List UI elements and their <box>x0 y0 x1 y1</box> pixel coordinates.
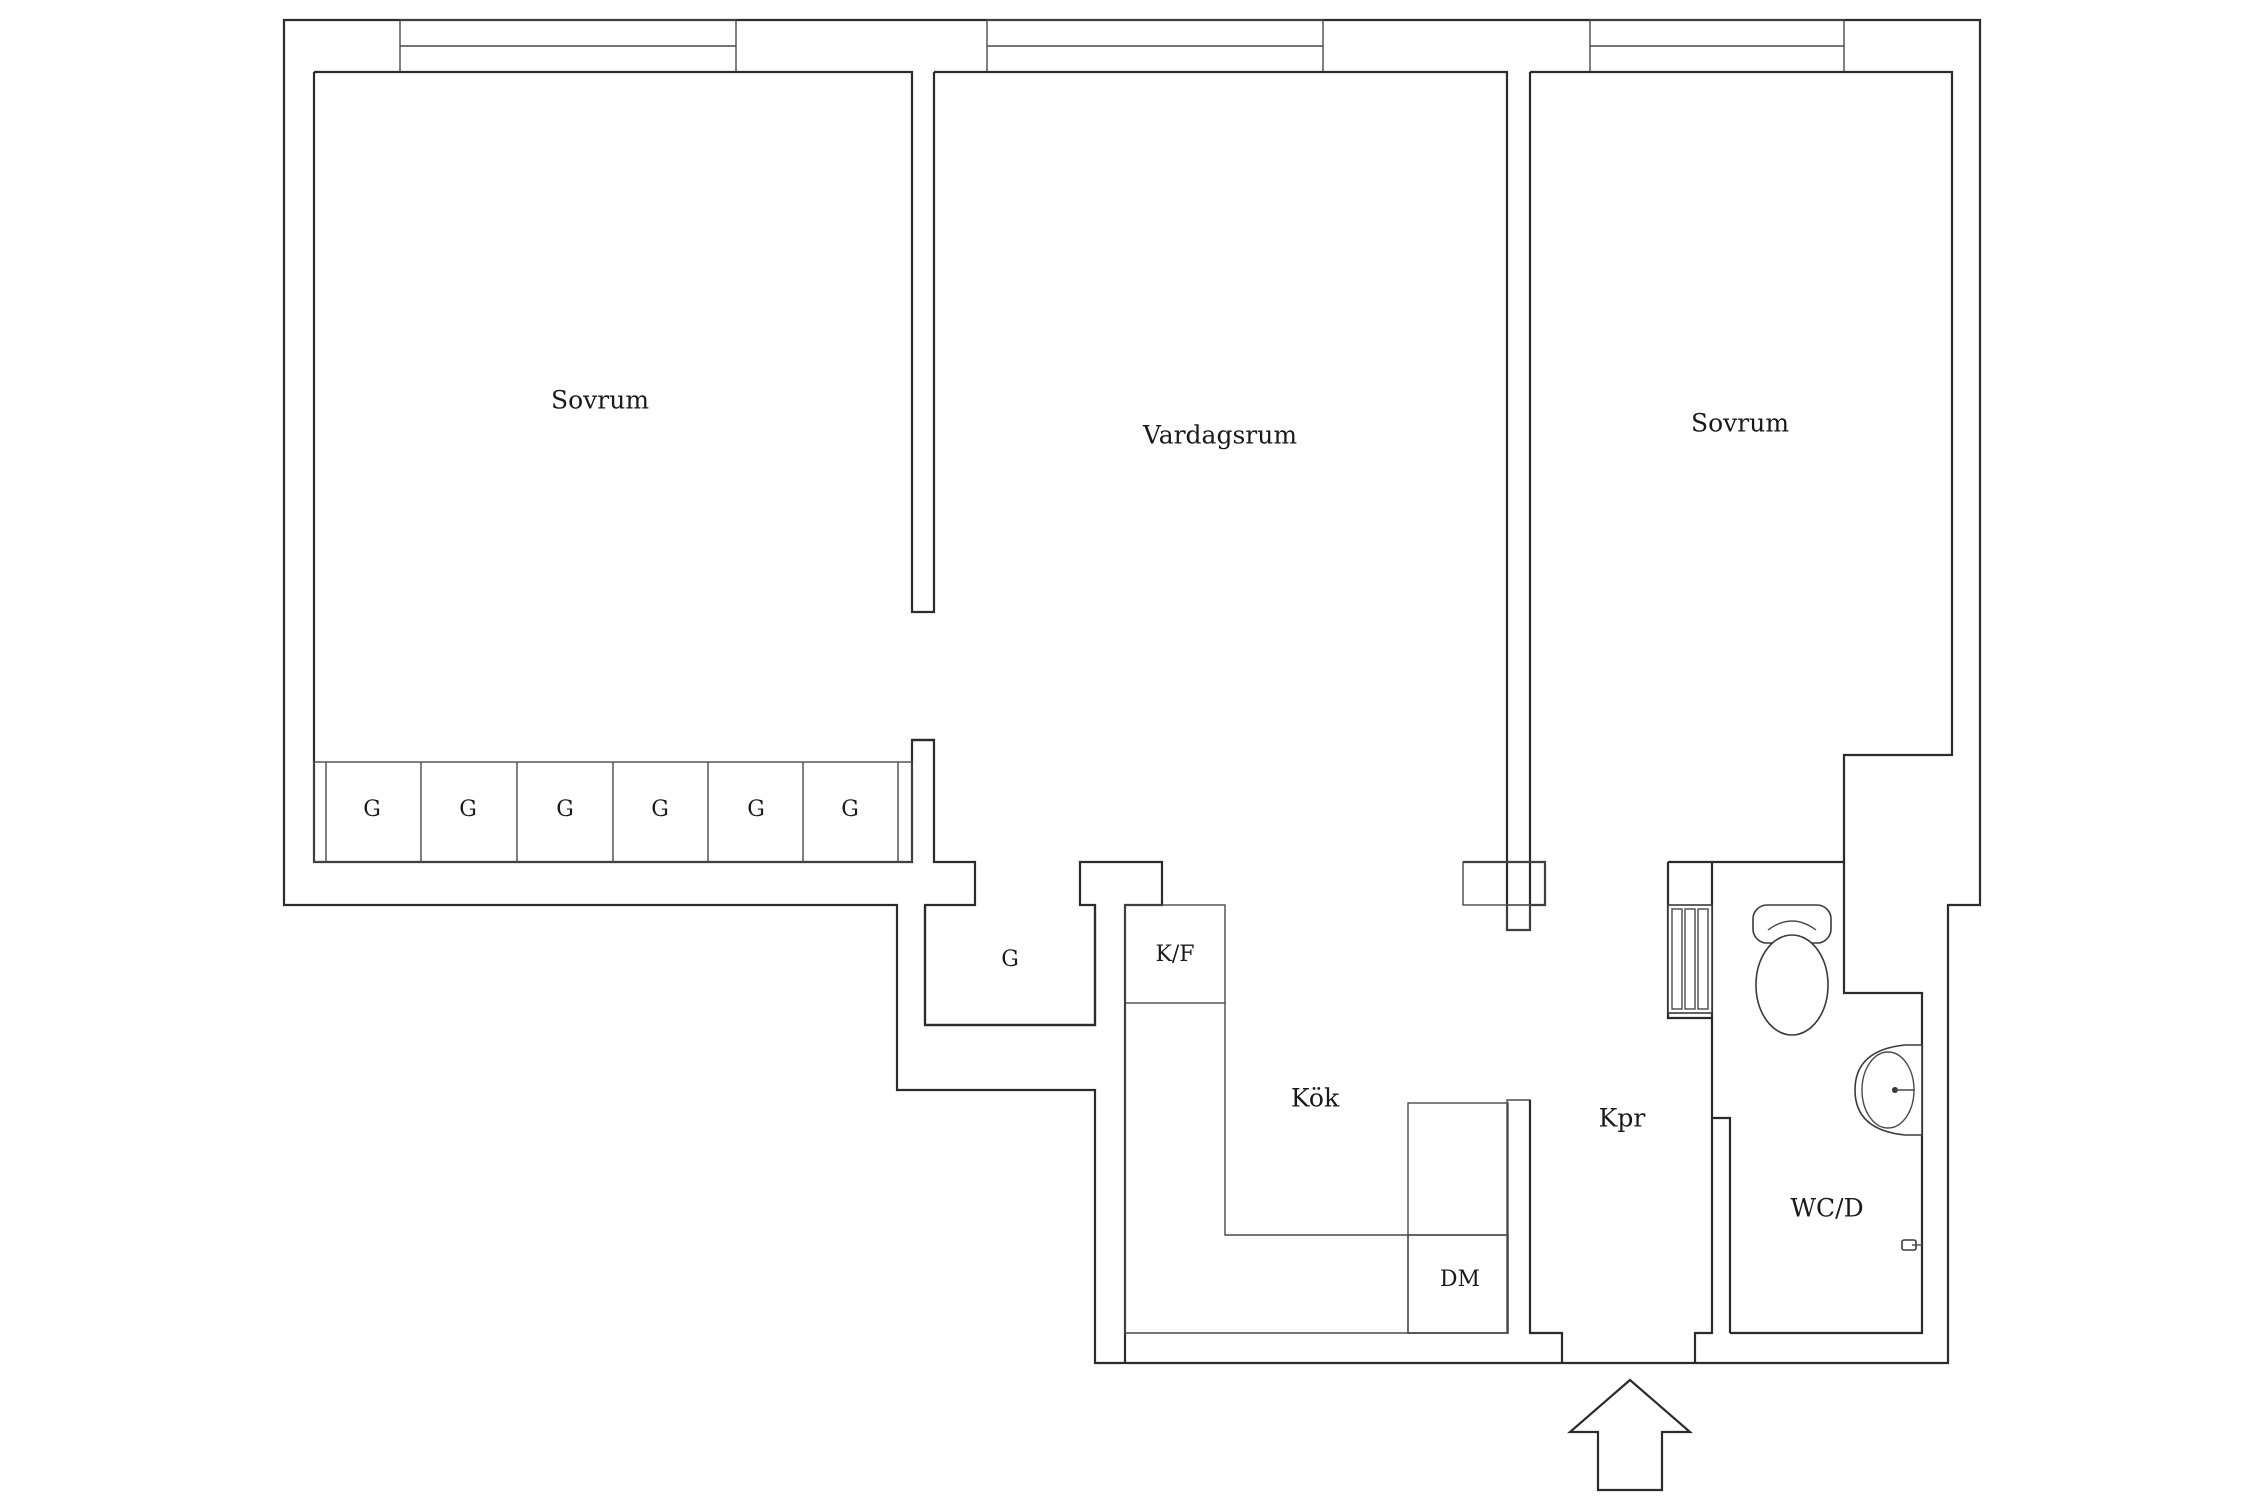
label-living-room: Vardagsrum <box>1142 421 1297 450</box>
living-room-walls <box>934 70 1532 864</box>
label-wardrobe-3: G <box>556 797 574 822</box>
bedroom-left-walls <box>312 70 936 864</box>
counter-right <box>1407 1102 1509 1334</box>
windows <box>399 19 1845 73</box>
sink-icon <box>1854 1044 1923 1136</box>
radiator-icon <box>1667 904 1713 1014</box>
label-hallway: Kpr <box>1599 1104 1646 1133</box>
label-bedroom-right: Sovrum <box>1691 409 1789 438</box>
bedroom-right-walls <box>1530 70 1954 864</box>
label-bedroom-left: Sovrum <box>551 386 649 415</box>
exterior-wall <box>282 18 1982 1365</box>
label-wardrobe-4: G <box>651 797 669 822</box>
label-kitchen: Kök <box>1291 1084 1340 1113</box>
label-fridge-freezer: K/F <box>1155 942 1194 967</box>
fridge-freezer <box>1124 904 1226 1004</box>
entrance-arrow-icon <box>1567 1378 1693 1492</box>
label-wardrobe-2: G <box>459 797 477 822</box>
door-frame-living <box>1462 861 1546 906</box>
wardrobe-row <box>313 761 913 863</box>
closet-walls <box>923 905 1097 1027</box>
hallway-walls <box>1528 1100 1732 1363</box>
label-wardrobe-1: G <box>363 797 381 822</box>
kitchen-fixtures <box>1124 904 1531 1334</box>
toilet-icon <box>1752 904 1832 1036</box>
label-wardrobe-6: G <box>841 797 859 822</box>
living-room-door-stub <box>1463 860 1547 932</box>
door-jamb-living <box>1506 904 1531 931</box>
label-wardrobe-5: G <box>747 797 765 822</box>
dishwasher <box>1407 1234 1509 1334</box>
label-bathroom: WC/D <box>1790 1194 1863 1223</box>
label-closet: G <box>1001 947 1019 972</box>
label-dishwasher: DM <box>1440 1267 1480 1292</box>
shower-tap-icon <box>1901 1239 1922 1251</box>
